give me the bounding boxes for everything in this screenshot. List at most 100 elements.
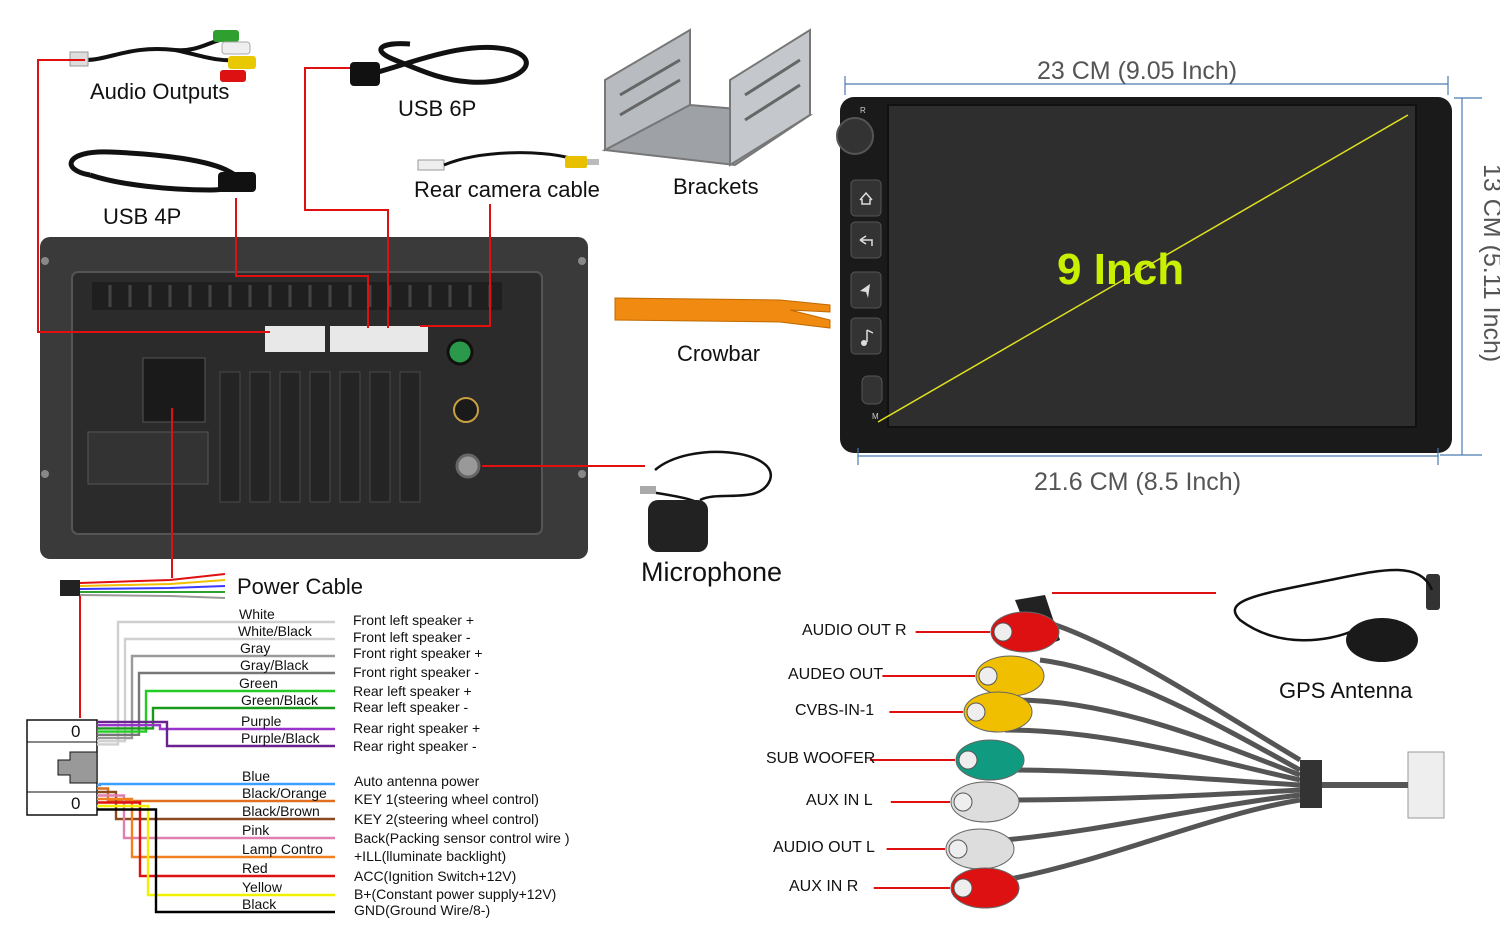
wire-color-label: Green bbox=[239, 675, 278, 691]
audio-outputs-cable-image bbox=[69, 30, 256, 82]
dimension-lines bbox=[844, 76, 1482, 465]
dimension-height: 13 CM (5.11 Inch) bbox=[1478, 164, 1500, 363]
wire-line bbox=[97, 797, 335, 859]
wire-line bbox=[97, 654, 335, 740]
label-usb-6p: USB 6P bbox=[398, 96, 477, 121]
wire-line bbox=[97, 720, 335, 748]
gps-antenna-image bbox=[1233, 568, 1440, 662]
wire-function-label: +ILL(lluminate backlight) bbox=[354, 848, 507, 864]
rca-label: AUDIO OUT L bbox=[773, 839, 875, 856]
rca-plug bbox=[963, 691, 1033, 733]
label-crowbar: Crowbar bbox=[677, 341, 761, 366]
wire-color-label: Lamp Contro bbox=[242, 841, 323, 857]
label-gps-antenna: GPS Antenna bbox=[1279, 678, 1413, 703]
wire-line bbox=[97, 706, 335, 730]
rca-plug bbox=[955, 739, 1025, 781]
wire-color-label: Purple bbox=[241, 713, 282, 729]
wire-color-label: White bbox=[239, 606, 275, 622]
connector-pin-bottom: 0 bbox=[71, 794, 81, 813]
wire-function-label: B+(Constant power supply+12V) bbox=[354, 886, 557, 902]
rca-plug bbox=[950, 781, 1020, 823]
wire-function-label: Auto antenna power bbox=[354, 773, 480, 789]
rca-plugs bbox=[945, 611, 1060, 909]
wire-function-label: Rear left speaker + bbox=[353, 683, 472, 699]
wire-color-label: Gray/Black bbox=[240, 657, 309, 673]
wire-function-label: Front left speaker + bbox=[353, 612, 475, 628]
wire-function-label: Front right speaker + bbox=[353, 645, 483, 661]
rca-plug bbox=[950, 867, 1020, 909]
wire-color-label: Green/Black bbox=[241, 692, 319, 708]
wire-function-label: ACC(Ignition Switch+12V) bbox=[354, 868, 517, 884]
wire-line bbox=[97, 804, 335, 897]
wire-line bbox=[97, 801, 335, 878]
button-m-label: M bbox=[872, 412, 879, 421]
rca-label: SUB WOOFER bbox=[766, 750, 876, 767]
wire-function-label: GND(Ground Wire/8-) bbox=[354, 902, 491, 918]
rca-plug-tip bbox=[978, 666, 998, 686]
wire-color-label: Pink bbox=[242, 822, 270, 838]
wire-function-label: Front right speaker - bbox=[353, 664, 480, 680]
crowbar-image bbox=[614, 297, 831, 329]
microphone-image bbox=[640, 450, 772, 552]
label-brackets: Brackets bbox=[673, 174, 759, 199]
wire-lines bbox=[97, 620, 335, 914]
back-icon bbox=[859, 235, 873, 246]
wire-line bbox=[97, 782, 335, 787]
screen-diagonal bbox=[877, 114, 1409, 423]
rca-plug-tip bbox=[953, 792, 973, 812]
wire-line bbox=[97, 671, 335, 736]
wire-function-label: Rear left speaker - bbox=[353, 699, 469, 715]
wire-line bbox=[97, 808, 335, 914]
rca-label: AUX IN R bbox=[789, 878, 859, 895]
wire-function-label: Rear right speaker - bbox=[353, 738, 477, 754]
callout-lines bbox=[37, 59, 1216, 718]
dimension-bottom-width: 21.6 CM (8.5 Inch) bbox=[1034, 468, 1242, 496]
label-usb-4p: USB 4P bbox=[103, 204, 182, 229]
dimension-top-width: 23 CM (9.05 Inch) bbox=[1037, 57, 1238, 85]
wire-line bbox=[97, 689, 335, 733]
rca-plug-tip bbox=[958, 750, 978, 770]
rca-plug-tip bbox=[966, 702, 986, 722]
home-icon bbox=[859, 191, 873, 205]
wire-color-label: Yellow bbox=[242, 879, 282, 895]
wire-color-label: Gray bbox=[240, 640, 271, 656]
usb-4p-cable-image bbox=[68, 149, 256, 193]
wire-line bbox=[97, 620, 335, 746]
wire-color-label: Purple/Black bbox=[241, 730, 320, 746]
screen-front-image bbox=[836, 97, 1452, 453]
wire-line bbox=[97, 637, 335, 743]
rca-plug-tip bbox=[948, 839, 968, 859]
power-connector-block bbox=[26, 719, 98, 816]
wire-function-label: Front left speaker - bbox=[353, 629, 471, 645]
wire-line bbox=[97, 724, 335, 731]
wire-function-label: KEY 1(steering wheel control) bbox=[354, 791, 539, 807]
head-unit-back-image bbox=[40, 237, 588, 559]
screen-size-label: 9 Inch bbox=[1057, 245, 1185, 294]
wire-color-label: White/Black bbox=[238, 623, 312, 639]
rca-plug bbox=[990, 611, 1060, 653]
rca-leader-lines bbox=[870, 631, 990, 889]
wire-color-label: Blue bbox=[242, 768, 271, 784]
rca-label: AUX IN L bbox=[806, 792, 873, 809]
music-icon bbox=[861, 329, 874, 346]
wire-color-label: Black/Orange bbox=[242, 785, 327, 801]
wire-function-label: Rear right speaker + bbox=[353, 720, 481, 736]
button-r-label: R bbox=[860, 106, 866, 115]
rca-label: CVBS-IN-1 bbox=[795, 702, 875, 719]
wire-color-label: Black/Brown bbox=[242, 803, 320, 819]
label-rear-camera-cable: Rear camera cable bbox=[414, 177, 600, 202]
rear-camera-cable-image bbox=[417, 151, 599, 171]
navigation-icon bbox=[860, 284, 870, 298]
rca-label: AUDEO OUT bbox=[788, 666, 884, 683]
rca-plug-tip bbox=[953, 878, 973, 898]
label-microphone: Microphone bbox=[641, 557, 783, 587]
wire-function-label: Back(Packing sensor control wire ) bbox=[354, 830, 570, 846]
power-cable-harness-image bbox=[60, 573, 226, 599]
wire-color-label: Black bbox=[242, 896, 277, 912]
label-power-cable: Power Cable bbox=[237, 574, 363, 599]
wire-function-label: KEY 2(steering wheel control) bbox=[354, 811, 539, 827]
connector-pin-top: 0 bbox=[71, 722, 81, 741]
wire-line bbox=[97, 794, 335, 840]
label-audio-outputs: Audio Outputs bbox=[90, 79, 230, 104]
